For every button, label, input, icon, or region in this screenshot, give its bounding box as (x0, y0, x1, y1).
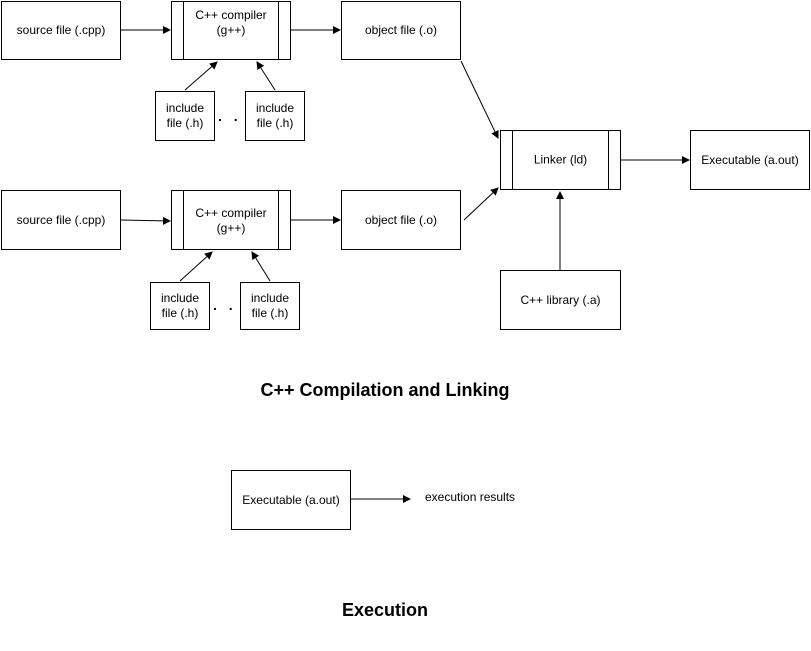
compiler-bar-right-2 (278, 191, 279, 249)
linker-bar-left (512, 131, 513, 189)
execution-title: Execution (341, 600, 429, 620)
compiler-label-2: C++ compiler (g++) (195, 206, 267, 235)
compiler-bar-left-2 (183, 191, 184, 249)
cpp-library-node: C++ library (.a) (500, 270, 621, 330)
arrow-include2b-to-compiler2 (251, 251, 271, 282)
compiler-node-1: C++ compiler (g++) (171, 1, 291, 60)
compiler-label-1: C++ compiler (g++) (195, 8, 267, 37)
arrow-include1a-to-compiler1 (184, 61, 218, 91)
arrow-object2-to-linker (463, 187, 499, 221)
executable-input-label: Executable (a.out) (242, 492, 340, 507)
cpp-library-label: C++ library (.a) (520, 292, 601, 307)
source-file-label-1: source file (.cpp) (16, 23, 106, 37)
linker-label: Linker (ld) (533, 152, 588, 167)
compiler-node-2: C++ compiler (g++) (171, 190, 291, 250)
object-file-label-2: object file (.o) (364, 212, 438, 227)
executable-node: Executable (a.out) (690, 130, 810, 190)
arrow-include2a-to-compiler2 (179, 251, 213, 282)
execution-results-label: execution results (425, 490, 516, 504)
executable-input-node: Executable (a.out) (231, 470, 351, 530)
compiler-bar-left-1 (183, 2, 184, 59)
arrow-include1b-to-compiler1 (256, 61, 276, 91)
executable-label: Executable (a.out) (701, 152, 799, 167)
include-file-label-1a: include file (.h) (165, 101, 205, 130)
arrow-source2-to-compiler2 (120, 216, 171, 225)
object-file-node-1: object file (.o) (341, 1, 461, 60)
source-file-node-1: source file (.cpp) (1, 1, 121, 60)
source-file-label-2: source file (.cpp) (16, 212, 106, 227)
include-file-node-1b: include file (.h) (245, 91, 305, 141)
object-file-label-1: object file (.o) (364, 23, 438, 37)
include-file-node-2b: include file (.h) (240, 282, 300, 330)
compilation-title: C++ Compilation and Linking (260, 380, 510, 400)
arrow-object1-to-linker (460, 60, 499, 139)
linker-bar-right (608, 131, 609, 189)
object-file-node-2: object file (.o) (341, 190, 461, 250)
include-file-label-1b: include file (.h) (255, 101, 295, 130)
include-file-label-2b: include file (.h) (250, 291, 290, 320)
compiler-bar-right-1 (278, 2, 279, 59)
include-file-node-2a: include file (.h) (150, 282, 210, 330)
include-file-label-2a: include file (.h) (160, 291, 200, 320)
linker-node: Linker (ld) (500, 130, 621, 190)
source-file-node-2: source file (.cpp) (1, 190, 121, 250)
include-file-node-1a: include file (.h) (155, 91, 215, 141)
